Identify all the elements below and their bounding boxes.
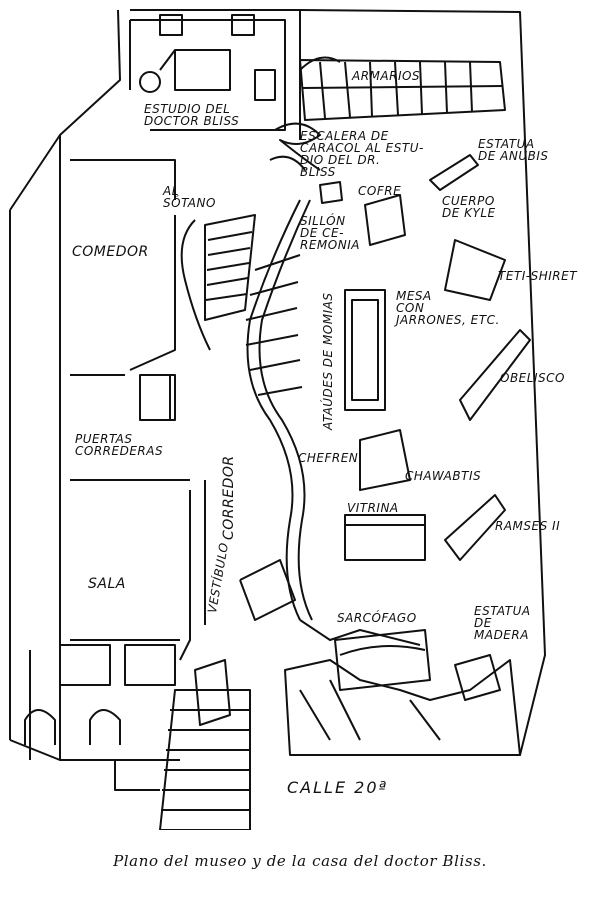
- museum-floor-plan: [9, 9, 546, 830]
- label-comedor: COMEDOR: [72, 244, 149, 260]
- label-sillon: SILLÓN DE CE- REMONIA: [300, 214, 360, 252]
- label-corredor: CORREDOR: [221, 455, 237, 540]
- label-calle: CALLE 20ª: [287, 778, 389, 797]
- label-sala: SALA: [88, 576, 126, 592]
- label-chefren: CHEFREN: [298, 451, 359, 465]
- mummy-coffins: [245, 199, 313, 621]
- spiral-stair: [269, 122, 321, 171]
- cabinets: [299, 56, 506, 121]
- label-escalera: ESCALERA DE CARACOL AL ESTU- DIO DEL DR.…: [300, 129, 424, 179]
- label-ataudes: ATAÚDES DE MOMIAS: [321, 292, 335, 430]
- label-estatua-madera: ESTATUA DE MADERA: [474, 604, 531, 642]
- label-obelisco: OBELISCO: [500, 371, 565, 385]
- exhibits: [319, 154, 531, 701]
- label-sarcofago: SARCÓFAGO: [337, 611, 417, 625]
- dining-room-walls: [70, 159, 176, 421]
- label-armarios: ARMARIOS: [352, 69, 421, 83]
- front-facade: [24, 644, 251, 830]
- label-estudio: ESTUDIO DEL DOCTOR BLISS: [144, 102, 240, 128]
- label-ramses: RAMSES II: [495, 519, 561, 533]
- figure-caption: Plano del museo y de la casa del doctor …: [113, 852, 487, 870]
- label-chawabtis: CHAWABTIS: [405, 469, 482, 483]
- label-vitrina: VITRINA: [347, 501, 399, 515]
- corridor-walls: [70, 479, 421, 661]
- label-estatua-anubis: ESTATUA DE ANUBIS: [478, 137, 549, 163]
- study-room: [129, 14, 286, 131]
- label-cuerpo-kyle: CUERPO DE KYLE: [442, 194, 496, 220]
- label-teti-shiret: TETI-SHIRET: [498, 269, 578, 283]
- label-puertas: PUERTAS CORREDERAS: [75, 432, 164, 458]
- label-al-sotano: AL SÓTANO: [163, 184, 216, 210]
- outer-walls: [9, 9, 546, 761]
- basement-stairs: [180, 214, 256, 351]
- label-cofre: COFRE: [358, 184, 402, 198]
- lower-floor: [284, 659, 521, 756]
- label-mesa: MESA CON JARRONES, ETC.: [396, 289, 500, 327]
